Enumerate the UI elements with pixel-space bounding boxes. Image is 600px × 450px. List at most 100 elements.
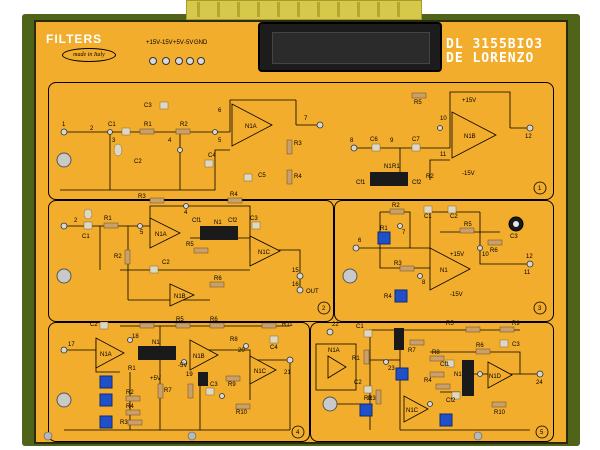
electrolytic-capacitor — [513, 221, 519, 227]
test-jack[interactable] — [477, 245, 483, 251]
supply-label-p5: +5V — [173, 40, 184, 46]
test-jack[interactable] — [60, 346, 68, 354]
component-label: R6 — [476, 343, 484, 349]
trimmer-potentiometer[interactable] — [99, 375, 113, 389]
capacitor — [159, 101, 169, 110]
supply-label: -5V — [178, 363, 187, 369]
trimmer-potentiometer[interactable] — [99, 393, 113, 407]
model-number: DL 3155BIO3 — [446, 37, 544, 52]
opamp-label: N1C — [406, 408, 419, 414]
resistor — [139, 128, 155, 135]
section-1 — [48, 82, 554, 200]
trimmer-potentiometer[interactable] — [359, 403, 373, 417]
opamp — [169, 283, 195, 307]
test-jack[interactable] — [427, 401, 433, 407]
trimmer-potentiometer[interactable] — [395, 367, 409, 381]
component-label: R3 — [394, 261, 402, 267]
trimmer-potentiometer[interactable] — [99, 415, 113, 429]
test-jack[interactable] — [352, 244, 360, 252]
node-label: 17 — [68, 342, 75, 348]
supply-jack[interactable] — [175, 57, 183, 65]
bnc-connector[interactable] — [56, 268, 72, 284]
supply-label-m5: -5V — [184, 40, 194, 46]
test-jack[interactable] — [417, 273, 423, 279]
test-jack[interactable] — [137, 223, 143, 229]
supply-jack[interactable] — [149, 57, 157, 65]
wire — [60, 99, 320, 191]
test-jack[interactable] — [526, 260, 534, 268]
test-jack[interactable] — [286, 356, 294, 364]
trimmer-potentiometer[interactable] — [439, 413, 453, 427]
bnc-connector[interactable] — [322, 396, 338, 412]
section-number-badge — [317, 301, 331, 315]
bnc-connector[interactable] — [342, 268, 358, 284]
test-jack[interactable] — [183, 203, 189, 209]
opamp-label: N1C — [258, 250, 271, 256]
test-jack[interactable] — [383, 359, 389, 365]
resistor — [227, 197, 243, 204]
test-jack[interactable] — [477, 371, 483, 377]
component-label: R1 — [392, 164, 400, 170]
test-jack[interactable] — [181, 359, 187, 365]
test-jack[interactable] — [397, 223, 403, 229]
test-jack[interactable] — [127, 337, 133, 343]
component-label: R4 — [294, 174, 302, 180]
edge-pin — [317, 2, 320, 17]
ic-chip — [198, 372, 208, 386]
component-label: R1 — [352, 356, 360, 362]
capacitor — [363, 329, 373, 338]
bnc-connector[interactable] — [56, 152, 72, 168]
test-jack[interactable] — [536, 370, 544, 378]
resistor — [127, 419, 143, 426]
test-jack[interactable] — [212, 129, 218, 135]
resistor — [399, 265, 415, 272]
resistor — [149, 197, 165, 204]
test-jack[interactable] — [243, 343, 249, 349]
test-jack[interactable] — [437, 125, 443, 131]
test-jack[interactable] — [60, 222, 68, 230]
component-label: +15V — [462, 98, 476, 104]
test-jack[interactable] — [350, 144, 358, 152]
edge-pin — [197, 2, 200, 17]
component-label: R7 — [408, 348, 416, 354]
node-label: 15 — [292, 268, 299, 274]
node-label: 10 — [440, 116, 447, 122]
edge-pin — [357, 2, 360, 17]
test-jack[interactable] — [296, 286, 304, 294]
component-label: R2 — [364, 396, 372, 402]
supply-jack[interactable] — [197, 57, 205, 65]
node-label: 9 — [390, 138, 394, 144]
node-label: 5 — [218, 138, 222, 144]
test-jack[interactable] — [326, 328, 334, 336]
supply-jack[interactable] — [186, 57, 194, 65]
opamp-label: N1 — [440, 268, 448, 274]
test-jack[interactable] — [107, 129, 113, 135]
opamp-label: N1C — [254, 369, 267, 375]
component-label: C3 — [144, 103, 152, 109]
test-jack[interactable] — [526, 124, 534, 132]
capacitor — [243, 173, 253, 182]
opamp-label: N1A — [100, 352, 112, 358]
test-jack[interactable] — [316, 121, 324, 129]
node-label: 22 — [332, 322, 339, 328]
node-label: 8 — [350, 138, 354, 144]
opamp-label: N1A — [155, 232, 167, 238]
resistor — [429, 355, 445, 362]
test-jack[interactable] — [60, 128, 68, 136]
supply-jack[interactable] — [162, 57, 170, 65]
node-label: 11 — [524, 270, 531, 276]
test-jack[interactable] — [177, 147, 183, 153]
component-label: C4 — [208, 153, 216, 159]
test-jack[interactable] — [219, 393, 225, 399]
test-jack[interactable] — [296, 272, 304, 280]
capacitor — [451, 391, 461, 400]
node-label: 24 — [536, 380, 543, 386]
node-label: 4 — [184, 210, 188, 216]
trimmer-potentiometer[interactable] — [377, 231, 391, 245]
bnc-connector[interactable] — [56, 392, 72, 408]
section-3 — [334, 200, 554, 322]
trimmer-potentiometer[interactable] — [394, 289, 408, 303]
resistor — [235, 403, 251, 410]
edge-pin — [277, 2, 280, 17]
component-label: C1 — [424, 214, 432, 220]
